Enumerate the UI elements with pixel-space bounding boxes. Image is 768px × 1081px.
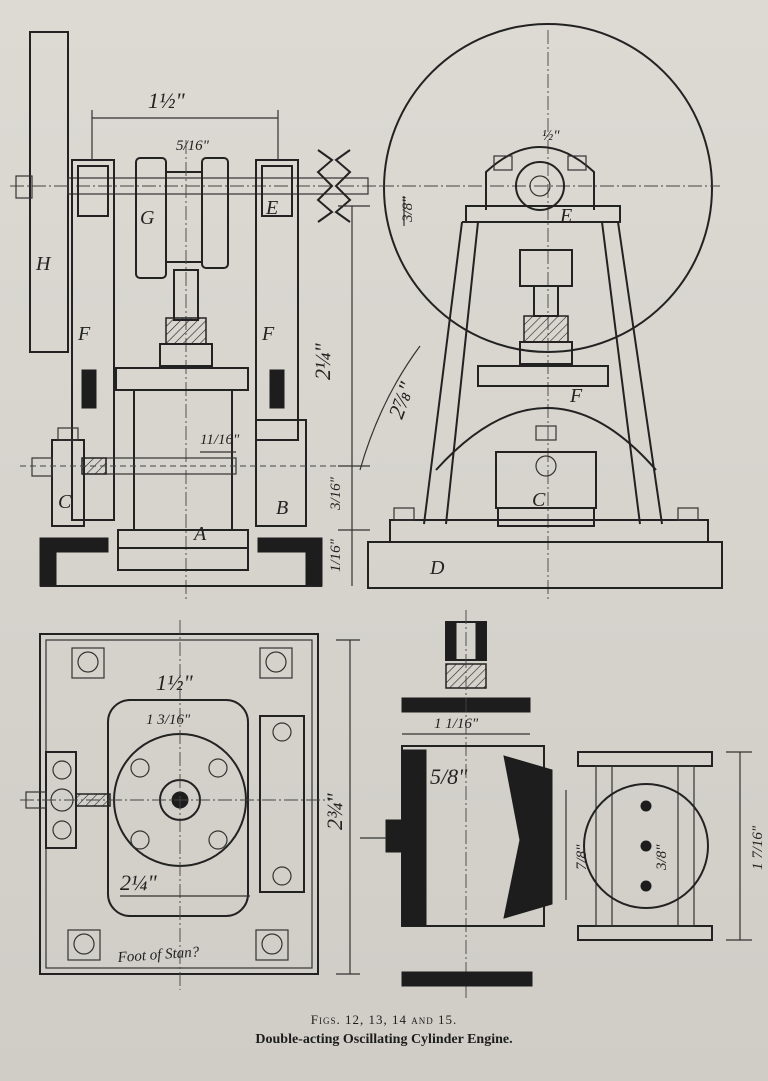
- cylinder-c: [495, 451, 597, 509]
- note-foot-of-stand: Foot of Stan?: [116, 944, 200, 966]
- dim-three-sixteenths: 3/16": [328, 476, 344, 511]
- label-f-side: F: [569, 385, 583, 407]
- label-e-front: E: [265, 197, 278, 219]
- plan-cylinder-plate: [107, 699, 249, 917]
- dim-two-quarter: 2¼": [310, 343, 335, 381]
- dim-one-sixteenth: 1/16": [328, 538, 344, 572]
- frame-f-left-leg: [423, 221, 479, 525]
- figure-caption: Figs. 12, 13, 14 and 15. Double-acting O…: [0, 1012, 768, 1048]
- block-b: [255, 419, 307, 527]
- dim-one-one-sixteenth: 1 1/16": [434, 716, 479, 732]
- pulley: [316, 149, 334, 223]
- caption-title: Double-acting Oscillating Cylinder Engin…: [255, 1032, 513, 1047]
- dim-three-eighths-side: 3/8": [400, 196, 416, 223]
- label-b: B: [276, 497, 288, 519]
- label-e-side: E: [559, 205, 572, 227]
- block-c-left: [51, 439, 85, 527]
- cylinder-a: [133, 389, 233, 531]
- label-h: H: [35, 253, 52, 275]
- dim-two-quarter-plan: 2¼": [120, 870, 158, 895]
- port-face-circle: [583, 783, 709, 909]
- port-face-view: 3/8" 1 7/16": [577, 751, 766, 941]
- dim-one-half-plan: 1½": [156, 670, 194, 695]
- standard-f-right: [255, 159, 299, 441]
- dim-three-eighths-port: 3/8": [654, 844, 670, 871]
- dim-two-seven-eighths: 2⅞": [383, 378, 419, 422]
- side-elevation: E F C D ½" 3/8" 2⅞": [359, 23, 723, 600]
- bearing-e: [515, 161, 565, 211]
- dim-one-half-top: 1½": [148, 88, 186, 113]
- plan-base: [39, 633, 319, 975]
- dim-five-sixteenths: 5/16": [176, 138, 210, 154]
- frame-f-right-leg: [601, 221, 663, 525]
- dim-one-three-sixteenths: 1 3/16": [146, 712, 191, 728]
- label-f-right: F: [261, 323, 275, 345]
- standard-f-left: [71, 159, 115, 521]
- label-g: G: [140, 207, 155, 229]
- label-c-side: C: [532, 489, 546, 511]
- dim-half-top: ½": [542, 128, 560, 144]
- base-d: [367, 541, 723, 589]
- dim-five-eighths: 5/8": [430, 764, 468, 789]
- front-elevation: H F F G E A B C 1½" 5/16" 11/16" 2¼" 3/1…: [10, 31, 380, 600]
- cylinder-section: 1 1/16" 5/8" 7/8": [360, 610, 590, 1000]
- cylinder-flange: [115, 367, 249, 391]
- flywheel-h: [29, 31, 69, 353]
- dim-one-seven-sixteenths: 1 7/16": [750, 825, 766, 870]
- label-d: D: [429, 557, 445, 579]
- label-a: A: [192, 523, 207, 545]
- caption-figures: Figs. 12, 13, 14 and 15.: [310, 1012, 458, 1027]
- dim-two-three-quarters: 2¾": [322, 793, 347, 831]
- label-c-left: C: [58, 491, 72, 513]
- plan-view: 1½" 1 3/16" 2¼" 2¾" Foot of Stan?: [20, 620, 360, 990]
- label-f-left: F: [77, 323, 91, 345]
- dim-eleven-sixteenths: 11/16": [200, 432, 240, 448]
